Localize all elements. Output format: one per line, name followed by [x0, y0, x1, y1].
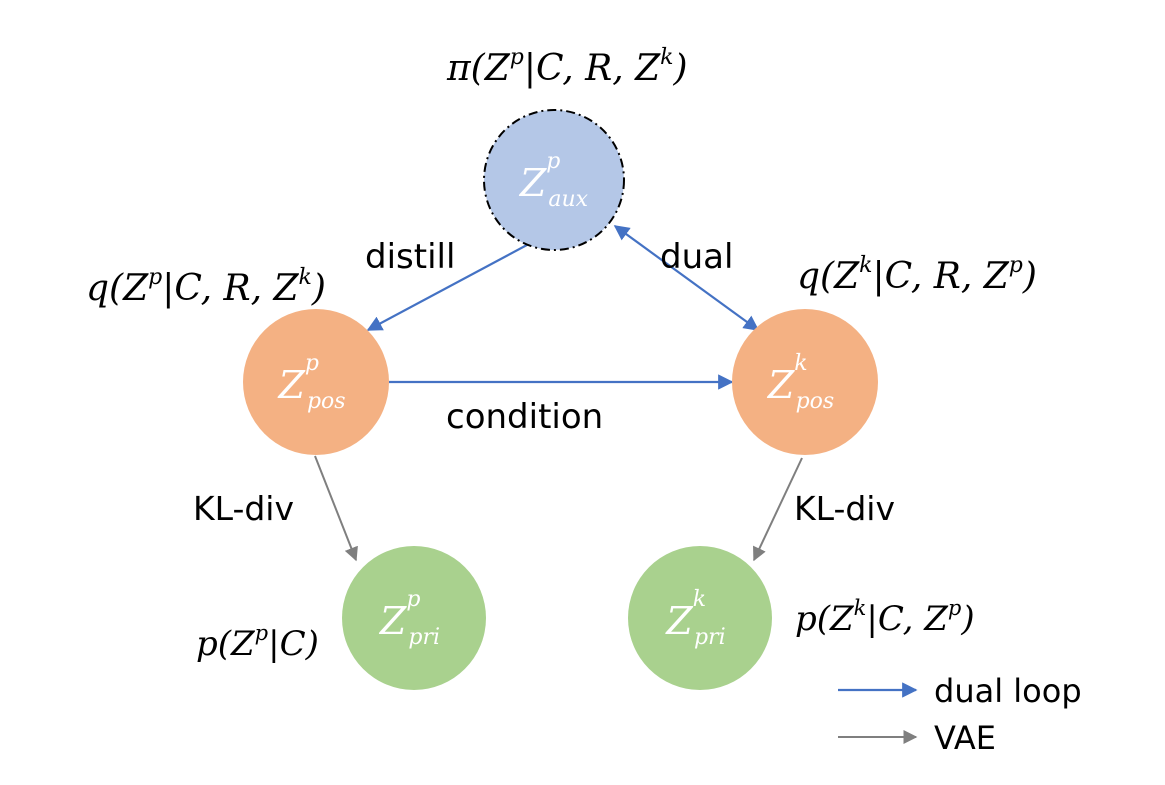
label-kl-left: KL-div — [193, 489, 294, 528]
legend-dual-loop-label: dual loop — [934, 672, 1082, 710]
edge-dual — [613, 225, 760, 331]
edge-kl-left — [314, 455, 358, 562]
node-pos-k-base: Z — [767, 363, 795, 407]
formula-p-k: p(Zk|C, Zp) — [795, 596, 975, 639]
node-pos-k-sup: k — [794, 351, 807, 376]
formula-q-k: q(Zk|C, R, Zp) — [797, 253, 1037, 297]
edge-distill — [366, 237, 541, 331]
edge-kl-right — [753, 457, 803, 562]
legend-vae-label: VAE — [934, 719, 996, 757]
node-pri-k-sub: pri — [694, 625, 726, 650]
node-pri-p-sup: p — [406, 587, 420, 612]
label-kl-right: KL-div — [794, 489, 895, 528]
formula-q-p: q(Zp|C, R, Zk) — [86, 265, 326, 309]
node-pos-k-sub: pos — [796, 389, 835, 414]
node-aux-base: Z — [519, 161, 547, 205]
node-pos-p-sub: pos — [307, 389, 346, 414]
node-pri-k-base: Z — [665, 599, 693, 643]
node-pri-p-sub: pri — [408, 625, 440, 650]
node-pri-k-sup: k — [693, 587, 706, 612]
node-pos-k: Zk pos — [732, 309, 878, 455]
legend: dual loop VAE — [838, 672, 1082, 757]
label-condition: condition — [446, 397, 603, 437]
node-pos-p: Zp pos — [243, 309, 389, 455]
node-aux-sup: p — [546, 149, 560, 174]
node-pri-p: Zp pri — [342, 546, 486, 690]
formula-pi: π(Zp|C, R, Zk) — [446, 45, 688, 89]
node-aux-sub: aux — [548, 187, 588, 212]
node-pri-p-base: Z — [379, 599, 407, 643]
formula-p-p: p(Zp|C) — [196, 621, 319, 664]
label-dual: dual — [660, 237, 733, 277]
label-distill: distill — [365, 237, 455, 277]
node-aux: Zp aux — [483, 109, 625, 251]
node-pos-p-sup: p — [305, 351, 319, 376]
node-pri-k: Zk pri — [628, 546, 772, 690]
node-pos-p-base: Z — [277, 363, 305, 407]
